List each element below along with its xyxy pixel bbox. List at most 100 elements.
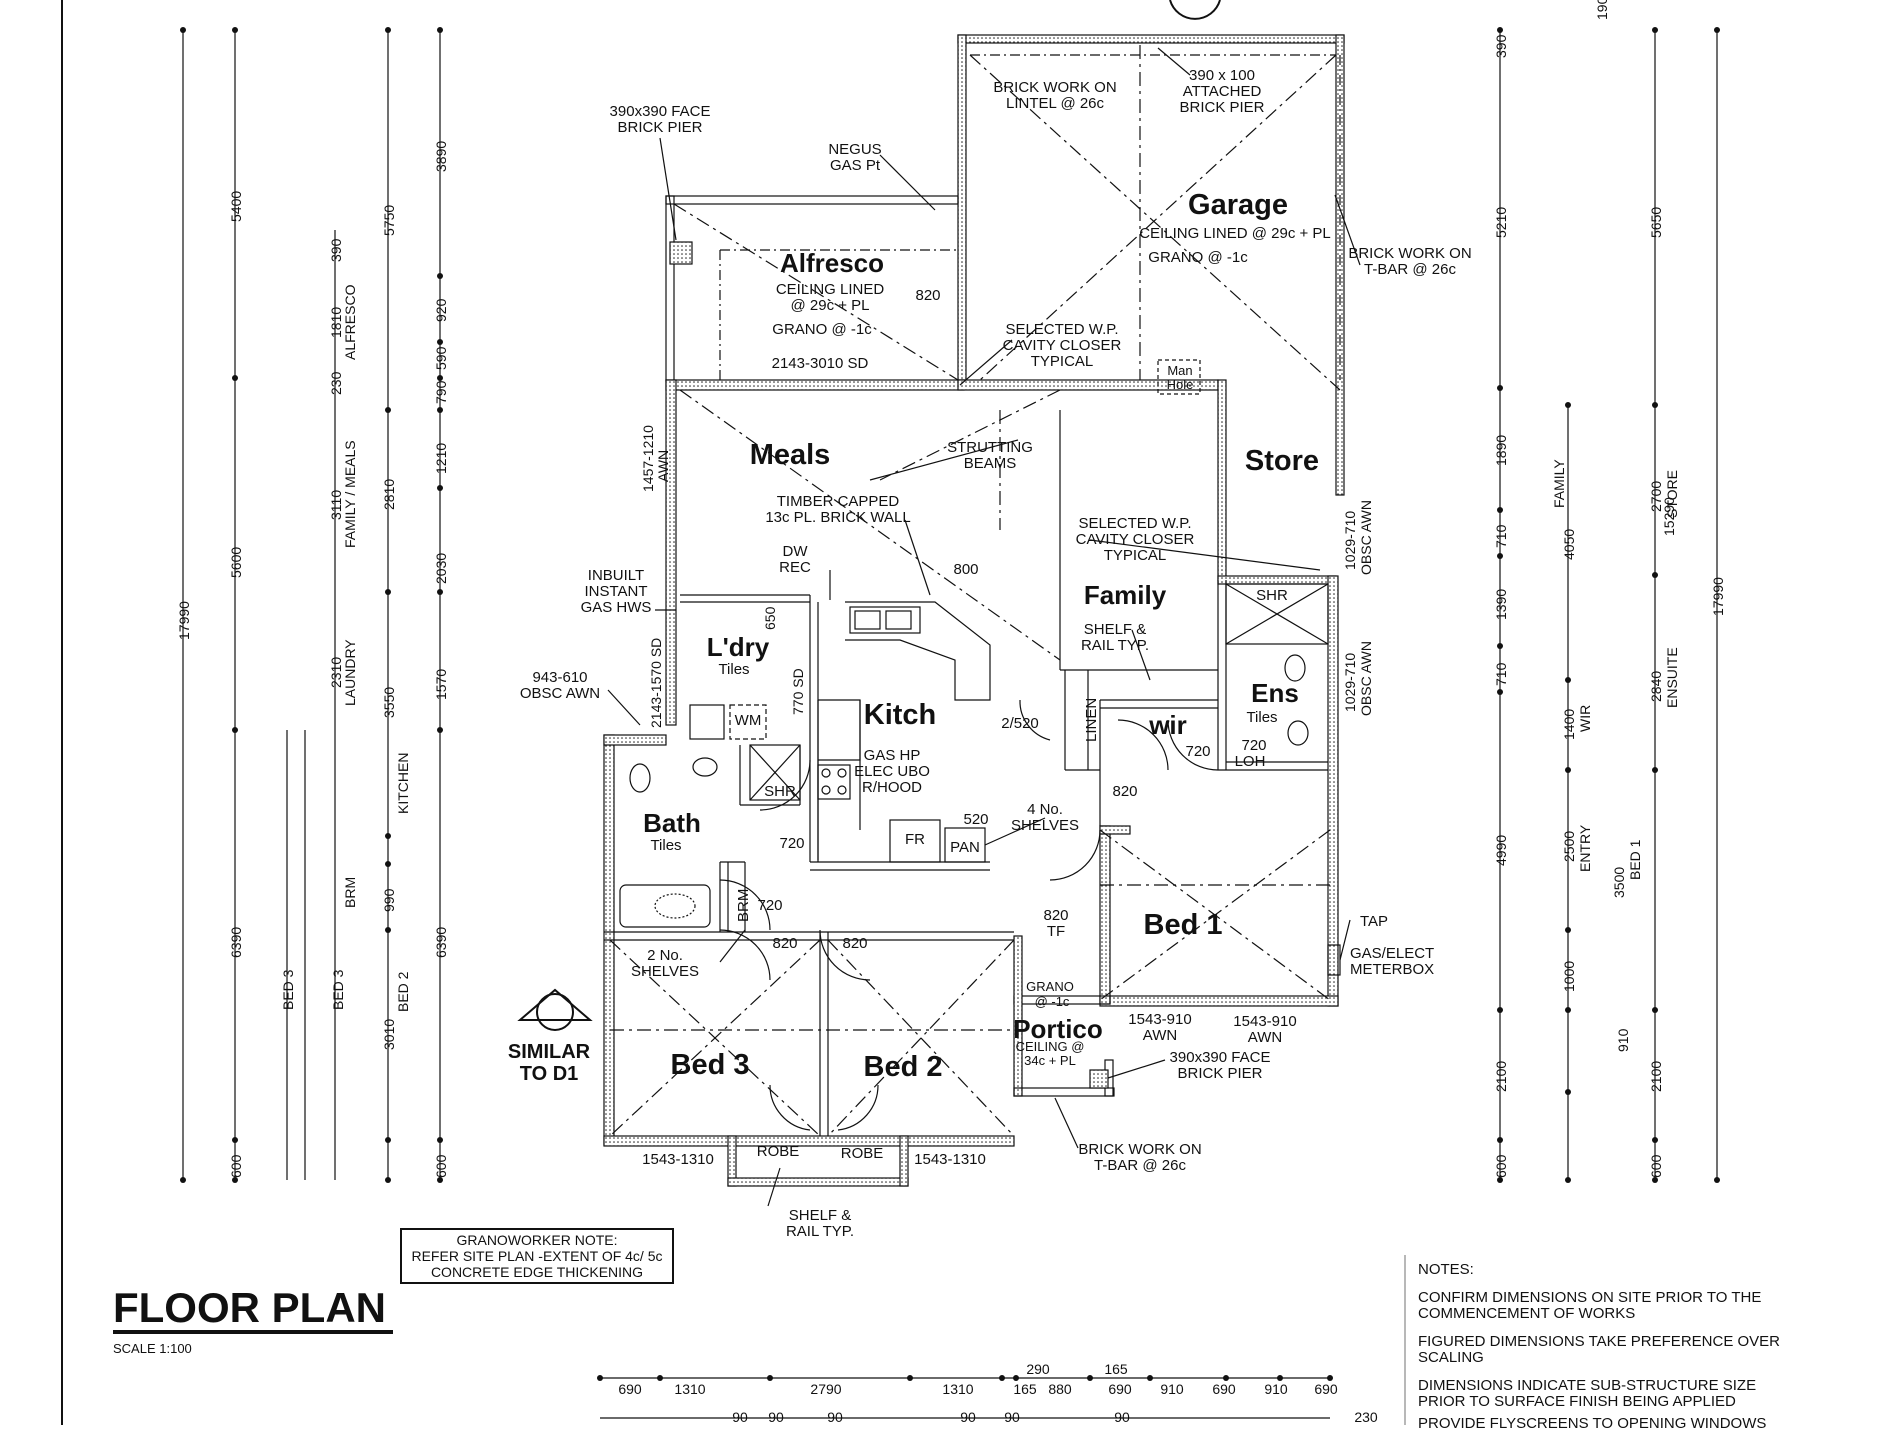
room-wir: wir	[1149, 710, 1187, 740]
dim-bottom-290: 290	[1026, 1361, 1050, 1377]
dim-col5-3890: 3890	[433, 140, 449, 172]
fixture-robe-left: ROBE	[756, 1143, 800, 1160]
dim-right2-wir: WIR	[1577, 704, 1593, 732]
awn1543a-2: AWN	[1142, 1027, 1178, 1044]
dim-right2-family: FAMILY	[1551, 459, 1567, 508]
tbar-note-front-1: BRICK WORK ON	[1078, 1141, 1202, 1158]
timber-note-2: 13c PL. BRICK WALL	[765, 509, 911, 526]
similar-note-1: SIMILAR	[507, 1041, 591, 1063]
dim-col4-3010: 3010	[381, 1018, 397, 1050]
attached-pier-note-2: ATTACHED	[1182, 83, 1262, 100]
note-1-line-1: CONFIRM DIMENSIONS ON SITE PRIOR TO THE	[1418, 1289, 1762, 1306]
scale-label: SCALE 1:100	[113, 1341, 192, 1356]
door-820-b: 820	[842, 935, 868, 952]
dim-right3-600: 600	[1648, 1154, 1664, 1178]
fixture-linen: LINEN	[1083, 697, 1100, 742]
dim-right2-entry: ENTRY	[1577, 824, 1593, 872]
dim-right-710-a: 710	[1493, 524, 1509, 548]
portico-pier-note-2: BRICK PIER	[1177, 1065, 1263, 1082]
room-family: Family	[1083, 580, 1167, 610]
dim-right-4990: 4990	[1493, 834, 1509, 866]
dim-col5-1570: 1570	[433, 668, 449, 700]
dim-right2-2500: 2500	[1561, 830, 1577, 862]
room-store: Store	[1244, 445, 1320, 477]
dim-right-2100: 2100	[1493, 1060, 1509, 1092]
portico-ceiling-1: CEILING @	[1015, 1039, 1085, 1054]
tbar-note-front-2: T-BAR @ 26c	[1094, 1157, 1186, 1174]
attached-pier-note-3: BRICK PIER	[1179, 99, 1265, 116]
door-520: 520	[963, 811, 989, 828]
fixture-shower-ensuite: SHR	[1256, 587, 1288, 604]
window-770-sd: 770 SD	[790, 668, 806, 715]
dim-right2-4050: 4050	[1561, 528, 1577, 560]
hws-note-1: INBUILT	[587, 567, 645, 584]
window-1029-obsc-b: OBSC AWN	[1358, 641, 1374, 716]
cavity-note-b-3: TYPICAL	[1103, 547, 1167, 564]
door-720-wir: 720	[1185, 743, 1211, 760]
door-820-c: 820	[1043, 907, 1069, 924]
awn943-note-1: 943-610	[532, 669, 588, 686]
cavity-note-a-3: TYPICAL	[1030, 353, 1094, 370]
cavity-note-a-1: SELECTED W.P.	[1005, 321, 1119, 338]
dim-col6-bed3-a: BED 3	[280, 969, 296, 1010]
dim-bottom2-90-e: 90	[1004, 1409, 1020, 1425]
note-1-line-2: COMMENCEMENT OF WORKS	[1418, 1305, 1636, 1322]
robe-shelf-note-2: RAIL TYP.	[785, 1223, 855, 1240]
alfresco-ceiling-1: CEILING LINED	[775, 281, 885, 298]
dim-bottom-165-b: 165	[1104, 1361, 1128, 1377]
room-bed1: Bed 1	[1143, 909, 1223, 941]
dim-left-6390: 6390	[228, 926, 244, 958]
attached-pier-note-1: 390 x 100	[1189, 67, 1255, 84]
granoworker-note-line-3: CONCRETE EDGE THICKENING	[430, 1264, 644, 1281]
dim-right3-bed1: BED 1	[1627, 839, 1643, 880]
alfresco-ceiling-2: @ 29c + PL	[790, 297, 870, 314]
family-shelf-note-1: SHELF &	[1083, 621, 1147, 638]
garage-floor: GRANO @ -1c	[1148, 249, 1248, 266]
note-2-line-1: FIGURED DIMENSIONS TAKE PREFERENCE OVER	[1418, 1333, 1780, 1350]
room-garage: Garage	[1188, 189, 1288, 221]
dim-bottom-2790: 2790	[810, 1381, 842, 1397]
granoworker-note-line-2: REFER SITE PLAN -EXTENT OF 4c/ 5c	[411, 1248, 663, 1265]
dim-bottom2-90-a: 90	[732, 1409, 748, 1425]
window-1029-710-b: 1029-710	[1342, 652, 1358, 712]
dim-bottom-165-a: 165	[1013, 1381, 1037, 1397]
awn1543b-1: 1543-910	[1233, 1013, 1297, 1030]
brick-pier-note-1: 390x390 FACE	[609, 103, 711, 120]
portico-pier-note-1: 390x390 FACE	[1169, 1049, 1271, 1066]
alfresco-floor: GRANO @ -1c	[772, 321, 872, 338]
dim-right-390: 390	[1493, 34, 1509, 58]
notes-heading: NOTES:	[1418, 1261, 1474, 1278]
room-bed2: Bed 2	[863, 1051, 943, 1083]
ensuite-tiles: Tiles	[1246, 709, 1278, 726]
window-1029-obsc-a: OBSC AWN	[1358, 500, 1374, 575]
dim-right4-17990: 17990	[1710, 577, 1726, 616]
dw-note-2: REC	[779, 559, 811, 576]
dim-col5-920: 920	[433, 298, 449, 322]
family-shelf-note-2: RAIL TYP.	[1080, 637, 1150, 654]
dim-left-total: 17990	[176, 601, 192, 640]
dim-right-600: 600	[1493, 1154, 1509, 1178]
negus-note-2: GAS Pt	[829, 157, 881, 174]
fixture-fridge: FR	[905, 831, 925, 848]
door-tf: TF	[1046, 923, 1066, 940]
dim-bottom-1310-a: 1310	[674, 1381, 706, 1397]
dim-right3-2100: 2100	[1648, 1060, 1664, 1092]
note-3-line-2: PRIOR TO SURFACE FINISH BEING APPLIED	[1418, 1393, 1736, 1410]
room-bed3: Bed 3	[670, 1049, 750, 1081]
dim-col4-label-kitchen: KITCHEN	[395, 752, 411, 814]
meterbox-note-2: METERBOX	[1350, 961, 1435, 978]
awn1543b-2: AWN	[1247, 1029, 1283, 1046]
shelves4-note-1: 4 No.	[1027, 801, 1063, 818]
dim-bottom2-90-b: 90	[768, 1409, 784, 1425]
robe-shelf-note-1: SHELF &	[788, 1207, 852, 1224]
door-820-a: 820	[772, 935, 798, 952]
dim-col5-1210: 1210	[433, 442, 449, 474]
window-1543-1310-left: 1543-1310	[642, 1151, 714, 1168]
strut-note-2: BEAMS	[963, 455, 1017, 472]
fixture-brm: BRM	[735, 888, 752, 922]
dim-col5-590: 590	[433, 346, 449, 370]
dim-right-1890: 1890	[1493, 434, 1509, 466]
note-2-line-2: SCALING	[1418, 1349, 1484, 1366]
dim-right4-15290: 15290	[1661, 497, 1677, 536]
brick-pier-note-2: BRICK PIER	[617, 119, 703, 136]
